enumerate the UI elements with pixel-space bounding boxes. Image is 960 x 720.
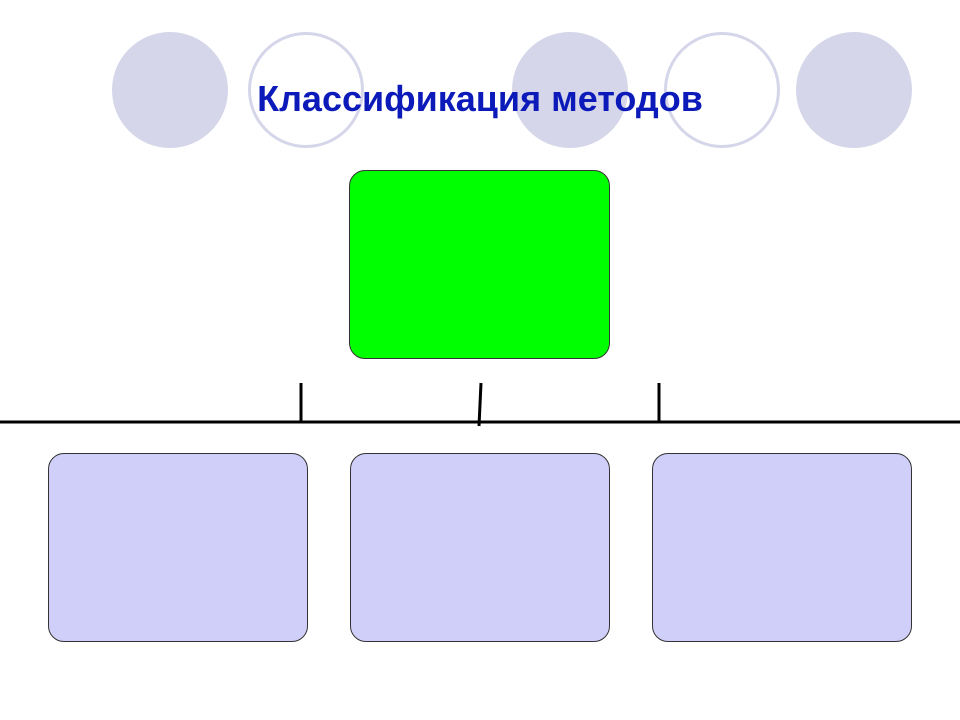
method-box-2 bbox=[350, 453, 610, 642]
root-method-box bbox=[349, 170, 610, 359]
slide-title: Классификация методов bbox=[257, 78, 703, 119]
decor-circle-5 bbox=[796, 32, 912, 148]
decor-circle-2 bbox=[248, 32, 364, 148]
method-box-1 bbox=[48, 453, 308, 642]
connector-tick-center bbox=[477, 382, 483, 427]
method-box-3 bbox=[652, 453, 912, 642]
decor-circle-4 bbox=[664, 32, 780, 148]
decor-circle-3 bbox=[512, 32, 628, 148]
decor-circle-1 bbox=[112, 32, 228, 148]
